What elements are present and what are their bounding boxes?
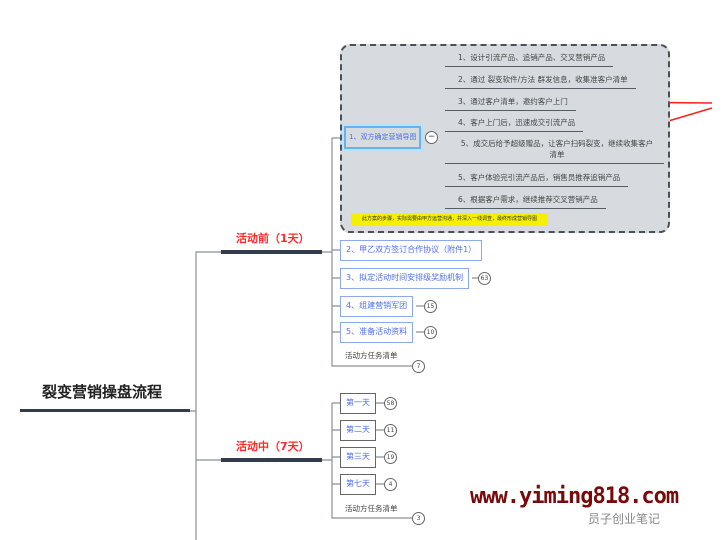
- group-item-4[interactable]: 4、客户上门后，迅速成交引流产品: [445, 117, 584, 132]
- node-schedule[interactable]: 3、拟定活动时间安排级奖励机制: [340, 268, 470, 289]
- node-team[interactable]: 4、组建营销军团: [340, 296, 414, 317]
- node-materials[interactable]: 5、准备活动资料: [340, 322, 414, 343]
- count-badge[interactable]: 4: [384, 478, 397, 491]
- node-marketing-map[interactable]: 1、双方确定营销导图: [344, 126, 422, 149]
- group-item-6[interactable]: 5、客户体验完引流产品后，销售员推荐追销产品: [445, 172, 629, 187]
- group-item-7[interactable]: 6、根据客户需求，继续推荐交叉营销产品: [445, 194, 606, 209]
- group-item-3[interactable]: 3、通过客户清单，邀约客户上门: [445, 96, 576, 111]
- watermark-account: 员子创业笔记: [588, 512, 661, 526]
- node-day-2[interactable]: 第二天: [340, 420, 376, 441]
- node-day-3[interactable]: 第三天: [340, 447, 376, 468]
- count-badge[interactable]: 7: [412, 360, 425, 373]
- node-day-1[interactable]: 第一天: [340, 393, 376, 414]
- yellow-note[interactable]: 此方案的步骤，实际需要由甲方运营沟通，并深入一线调查，最终形成营销导图: [351, 213, 548, 226]
- group-item-2[interactable]: 2、通过 裂变软件/方法 群发信息，收集准客户清单: [445, 74, 636, 89]
- phase-before-bar: [221, 250, 322, 254]
- root-underline: [20, 409, 190, 412]
- root-title[interactable]: 裂变营销操盘流程: [42, 383, 163, 401]
- node-day-7[interactable]: 第七天: [340, 474, 376, 495]
- count-badge[interactable]: 63: [478, 272, 491, 285]
- node-sign-agreement[interactable]: 2、甲乙双方签订合作协议（附件1）: [340, 240, 483, 261]
- phase-during-label[interactable]: 活动中（7天）: [236, 440, 310, 453]
- count-badge[interactable]: 15: [424, 300, 437, 313]
- task-list-label[interactable]: 活动方任务清单: [345, 504, 398, 513]
- count-badge[interactable]: 11: [384, 424, 397, 437]
- task-list-label[interactable]: 活动方任务清单: [345, 351, 398, 360]
- phase-during-bar: [221, 458, 322, 462]
- count-badge[interactable]: 3: [412, 512, 425, 525]
- phase-before-label[interactable]: 活动前（1天）: [236, 232, 310, 245]
- group-item-5[interactable]: 5、成交后给予超级赠品，让客户扫码裂变，继续收集客户清单: [445, 138, 664, 164]
- count-badge[interactable]: 58: [384, 397, 397, 410]
- watermark-url: www.yiming818.com: [470, 484, 679, 509]
- count-badge[interactable]: 10: [424, 326, 437, 339]
- collapse-icon[interactable]: −: [425, 131, 438, 144]
- count-badge[interactable]: 19: [384, 451, 397, 464]
- group-item-1[interactable]: 1、设计引流产品、追销产品、交叉营销产品: [445, 52, 614, 67]
